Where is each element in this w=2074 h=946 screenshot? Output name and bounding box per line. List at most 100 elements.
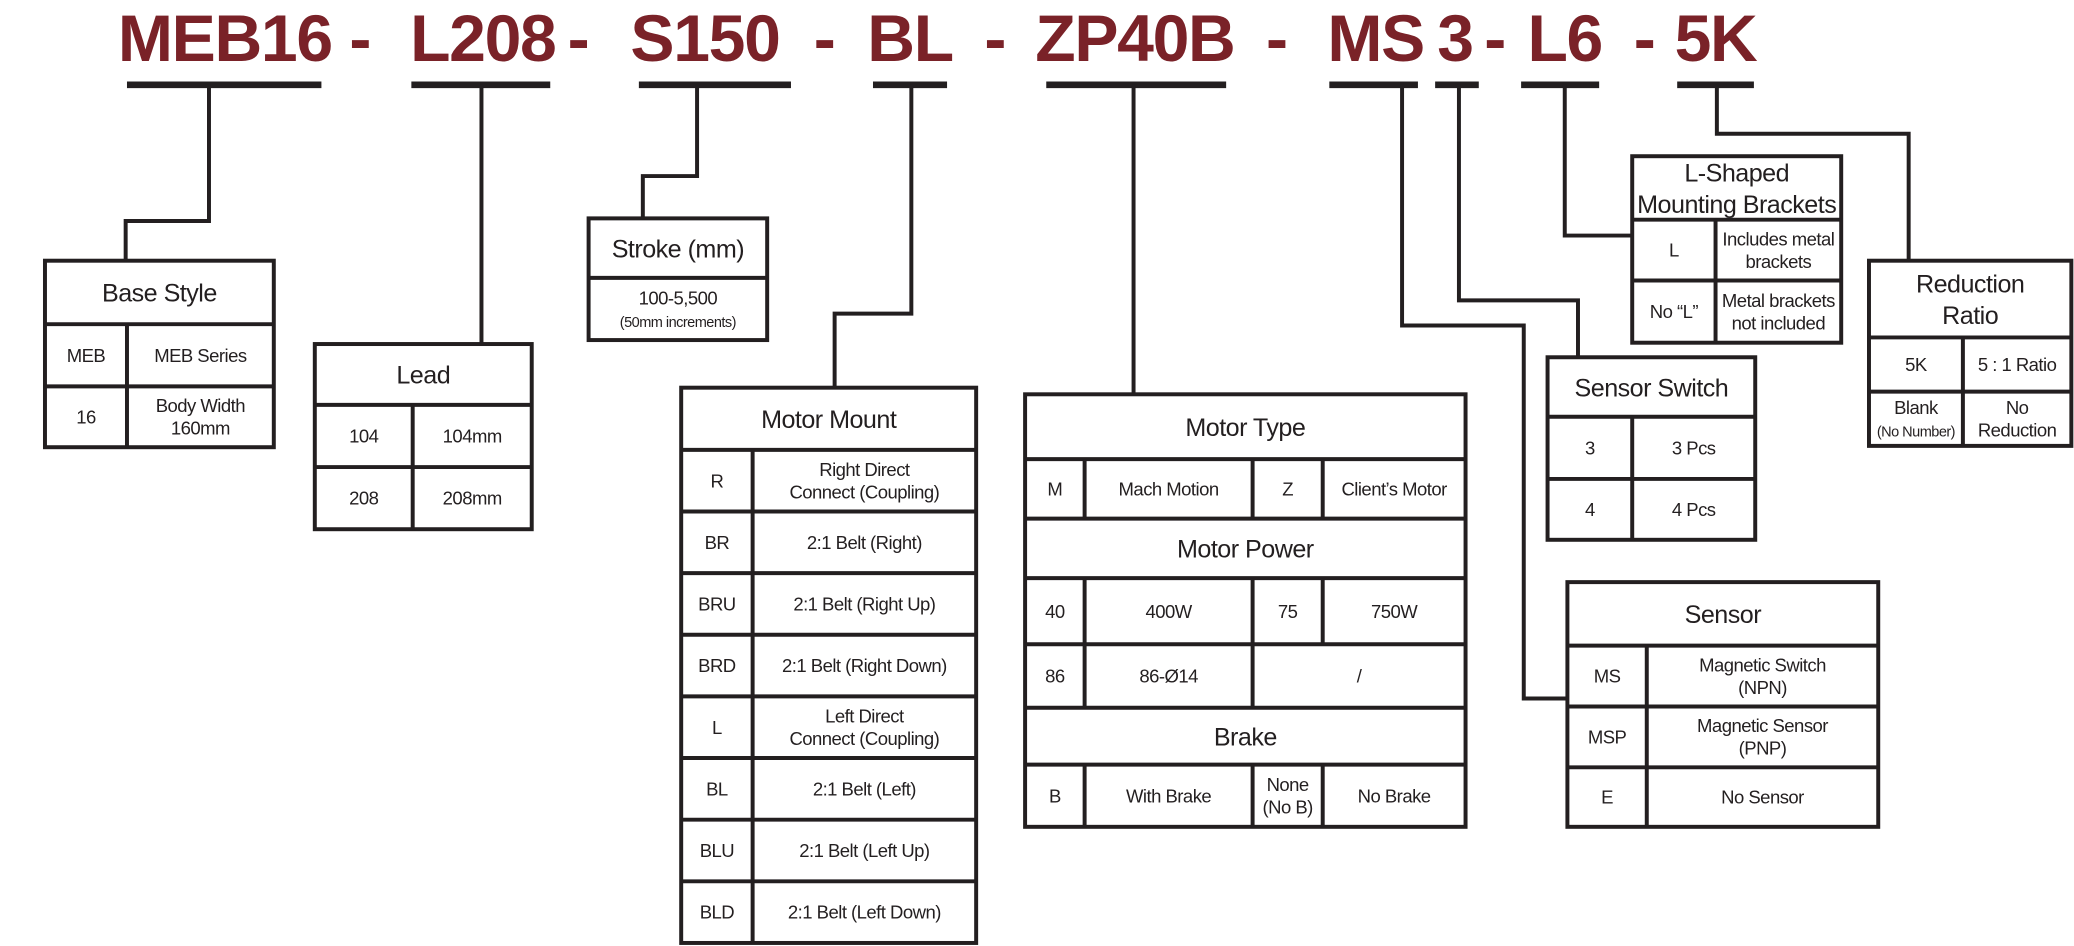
option-code-line: (No Number) (1877, 425, 1955, 441)
table-row: 104 104mm (349, 426, 502, 447)
option-code: M (1047, 478, 1062, 499)
option-description: 750W (1371, 601, 1418, 622)
option-description-line: 104mm (443, 426, 502, 447)
table-title: Sensor Switch (1575, 374, 1729, 402)
option-code-line: MS (1594, 666, 1621, 687)
connector-line (1400, 84, 1568, 701)
code-segment-meb16: MEB16 (118, 2, 332, 76)
option-code-line: BLD (700, 902, 735, 923)
connector-line (1714, 84, 1911, 261)
option-description-line: 400W (1145, 601, 1192, 622)
connector-line (421, 84, 484, 352)
option-description-line: 2:1 Belt (Left Down) (788, 902, 941, 923)
table-title: Motor Mount (761, 406, 897, 434)
option-description: Magnetic Sensor(PNP) (1697, 715, 1828, 758)
option-description: None(No B) (1263, 774, 1314, 817)
option-code-line: 104 (349, 426, 379, 447)
option-description-line: Right Direct (819, 459, 910, 480)
option-code: L (1669, 240, 1679, 261)
option-code: 208 (349, 488, 379, 509)
table-title: Stroke (mm) (612, 235, 744, 263)
option-code-line: 40 (1045, 601, 1065, 622)
option-code: 40 (1045, 601, 1065, 622)
option-description: 3 Pcs (1672, 437, 1716, 458)
table-title-line: Base Style (102, 280, 217, 308)
option-code-line: MSP (1588, 726, 1627, 747)
option-description: 2:1 Belt (Right Down) (782, 655, 947, 676)
table-row: 100-5,500(50mm increments) (620, 287, 737, 330)
option-description-line: 5 : 1 Ratio (1978, 354, 2057, 375)
separator-dash: - (349, 2, 370, 76)
option-description: Magnetic Switch(NPN) (1699, 654, 1826, 697)
option-code: BRD (698, 655, 736, 676)
option-code: BLD (700, 902, 735, 923)
option-code: 86 (1045, 666, 1065, 687)
option-description-line: No Brake (1358, 785, 1431, 806)
option-description-line: 75 (1278, 601, 1298, 622)
table-row: BL 2:1 Belt (Left) (706, 778, 917, 799)
option-description-line: 4 Pcs (1672, 499, 1716, 520)
option-code: MSP (1588, 726, 1627, 747)
option-description-line: Magnetic Sensor (1697, 715, 1828, 736)
separator-dash: - (1484, 2, 1505, 76)
option-code-line: E (1601, 787, 1613, 808)
option-code: BL (706, 778, 728, 799)
option-description-line: 2:1 Belt (Right Down) (782, 655, 947, 676)
option-description-line: Metal brackets (1722, 290, 1835, 311)
option-description: Z (1282, 478, 1293, 499)
option-code: No “L” (1650, 301, 1699, 322)
option-code: E (1601, 787, 1613, 808)
table-title-line: Brake (1214, 723, 1277, 751)
table-title: Sensor (1685, 601, 1762, 629)
option-description: 208mm (443, 488, 502, 509)
option-code-line: M (1047, 478, 1062, 499)
option-code: BLU (700, 840, 734, 861)
code-segment-5k: 5K (1675, 2, 1758, 76)
option-description-line: brackets (1746, 251, 1812, 272)
option-description-line: 2:1 Belt (Right) (807, 532, 922, 553)
table-row: MS Magnetic Switch(NPN) (1594, 654, 1827, 697)
code-segment-bl: BL (867, 2, 953, 76)
option-description: Client’s Motor (1341, 478, 1447, 499)
option-description: 104mm (443, 426, 502, 447)
code-segment-l6: L6 (1527, 2, 1602, 76)
table-title-line: Sensor (1685, 601, 1762, 629)
option-description-line: With Brake (1126, 785, 1211, 806)
option-description-line: MEB Series (154, 345, 247, 366)
table-row: E No Sensor (1601, 787, 1805, 808)
option-description-line: (NPN) (1738, 677, 1787, 698)
table-border (312, 342, 534, 532)
option-description: No Brake (1358, 785, 1431, 806)
code-segment-zp40b: ZP40B (1035, 2, 1234, 76)
option-description-line: No Sensor (1721, 787, 1804, 808)
option-description: 2:1 Belt (Right Up) (793, 594, 935, 615)
option-code-line: BLU (700, 840, 734, 861)
separator-dash: - (1634, 2, 1655, 76)
option-description-line: Z (1282, 478, 1293, 499)
option-code: BR (705, 532, 730, 553)
option-description-line: 208mm (443, 488, 502, 509)
option-description-line: Reduction (1978, 420, 2057, 441)
option-description: 2:1 Belt (Right) (807, 532, 922, 553)
table-row: BR 2:1 Belt (Right) (705, 532, 923, 553)
table-row: 208 208mm (349, 488, 502, 509)
option-code-line: Blank (1894, 397, 1939, 418)
option-description: 2:1 Belt (Left) (813, 778, 916, 799)
